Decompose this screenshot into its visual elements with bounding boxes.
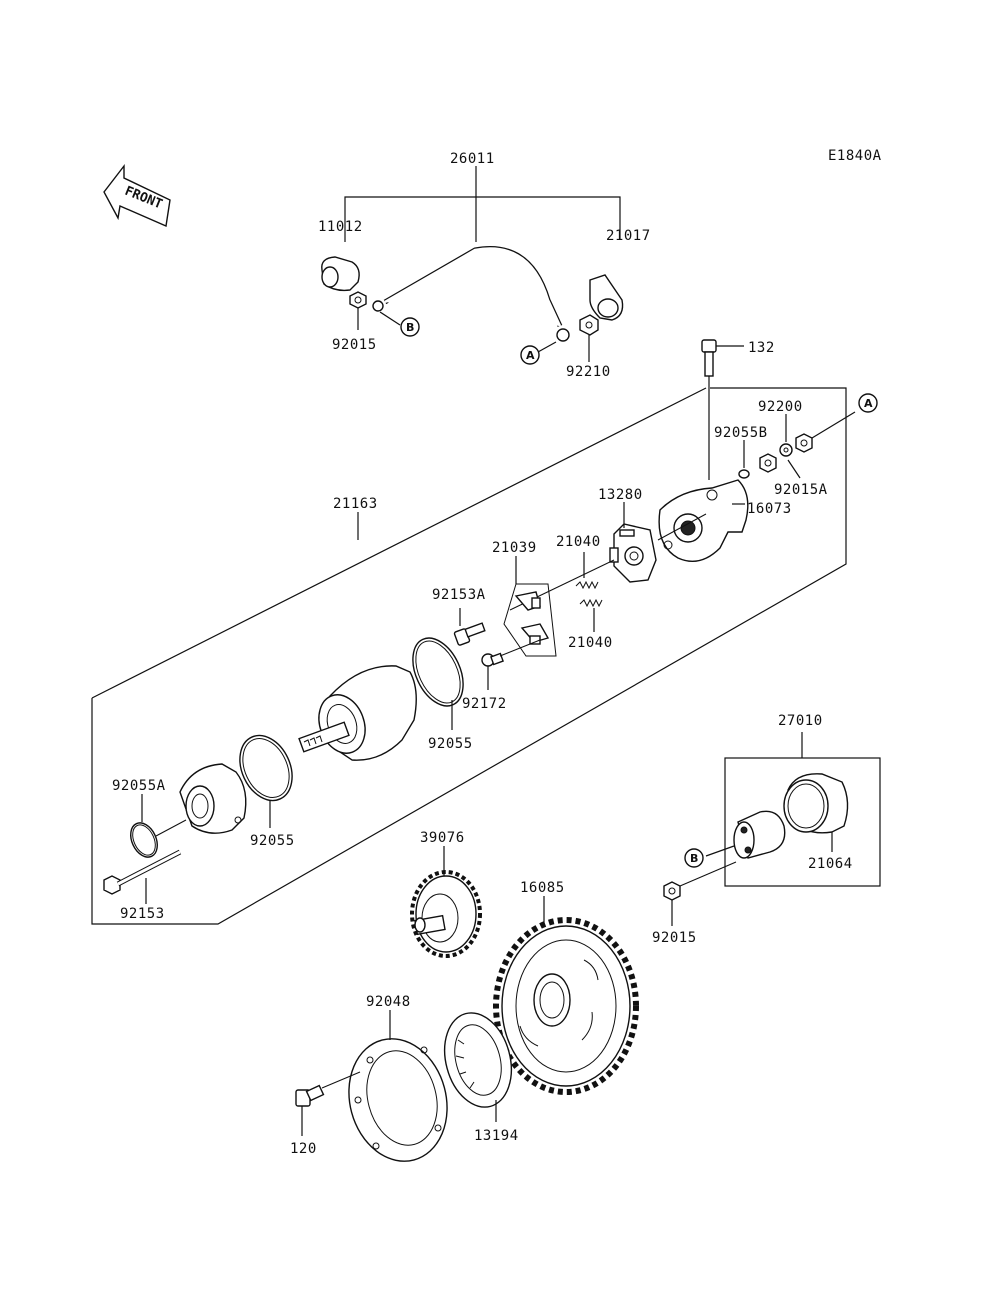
part-label-13280: 13280 (598, 487, 643, 503)
part-label-21064: 21064 (808, 856, 853, 872)
spring-21040-lower (579, 598, 603, 608)
reference-b-top: B (406, 321, 414, 334)
one-way-clutch-13194 (443, 1012, 513, 1108)
part-label-132: 132 (748, 340, 775, 356)
screw-92172 (481, 652, 504, 667)
o-ring-92055A (130, 822, 158, 858)
nut-92210 (579, 314, 599, 336)
clutch-gear-16085 (493, 917, 639, 1095)
part-label-21040-a: 21040 (556, 534, 601, 550)
reference-a-top-icon (520, 345, 540, 365)
part-label-13194: 13194 (474, 1128, 519, 1144)
part-label-92015-top: 92015 (332, 337, 377, 353)
brushes-21039 (514, 591, 550, 645)
nut-92015-bottom (663, 881, 681, 901)
part-label-92153A: 92153A (432, 587, 486, 603)
starter-relay-group: 27010 21064 B (679, 713, 881, 887)
part-label-92055A: 92055A (112, 778, 166, 794)
nut-92015-top (349, 291, 367, 309)
nut-92015A (795, 433, 813, 453)
part-label-92153: 92153 (120, 906, 165, 922)
part-label-21040-b: 21040 (568, 635, 613, 651)
part-label-21017: 21017 (606, 228, 651, 244)
reference-a-top: A (526, 349, 535, 362)
part-label-21163: 21163 (333, 496, 378, 512)
part-label-92055-b: 92055 (250, 833, 295, 849)
reference-b-bottom-icon (684, 848, 704, 868)
terminal-cap-11012 (321, 256, 360, 292)
reference-a-right-icon (858, 393, 878, 413)
idle-gear-39076 (410, 870, 482, 958)
o-ring-92055B (738, 469, 750, 479)
part-label-11012: 11012 (318, 219, 363, 235)
clutch-housing-92048 (348, 1038, 448, 1162)
washer-92200 (779, 443, 793, 457)
part-label-39076: 39076 (420, 830, 465, 846)
bolt-132 (701, 339, 744, 480)
rear-cover-16073 (658, 479, 749, 562)
starter-motor-frame: 21163 (91, 387, 847, 925)
part-label-92048: 92048 (366, 994, 411, 1010)
motor-yoke (298, 665, 417, 761)
battery-cable-group: 26011 11012 92015 B 21017 (318, 151, 651, 380)
reference-b-bottom: B (690, 852, 698, 865)
reference-b-top-icon (400, 317, 420, 337)
brush-set-bracket (503, 583, 557, 657)
front-cover (179, 763, 247, 834)
part-label-21039: 21039 (492, 540, 537, 556)
part-label-92015-bottom: 92015 (652, 930, 697, 946)
nut-16073-side (759, 453, 777, 473)
bolt-120 (295, 1084, 325, 1107)
bolt-92153 (103, 849, 182, 895)
part-label-92055-a: 92055 (428, 736, 473, 752)
part-label-92210: 92210 (566, 364, 611, 380)
brush-holder-13280 (609, 523, 657, 583)
part-label-92172: 92172 (462, 696, 507, 712)
part-label-92055B: 92055B (714, 425, 768, 441)
part-label-92015A: 92015A (774, 482, 828, 498)
spring-21040-upper (575, 580, 599, 590)
terminal-cap-21017 (589, 274, 624, 321)
part-label-120: 120 (290, 1141, 317, 1157)
part-label-16085: 16085 (520, 880, 565, 896)
part-label-26011: 26011 (450, 151, 495, 167)
reference-a-right: A (864, 397, 873, 410)
part-label-92200: 92200 (758, 399, 803, 415)
front-arrow-icon: FRONT (103, 163, 171, 228)
part-label-16073: 16073 (747, 501, 792, 517)
screw-92153A (453, 622, 486, 646)
o-ring-92055-lower (239, 734, 293, 802)
diagram-code: E1840A (828, 148, 882, 164)
part-label-27010: 27010 (778, 713, 823, 729)
